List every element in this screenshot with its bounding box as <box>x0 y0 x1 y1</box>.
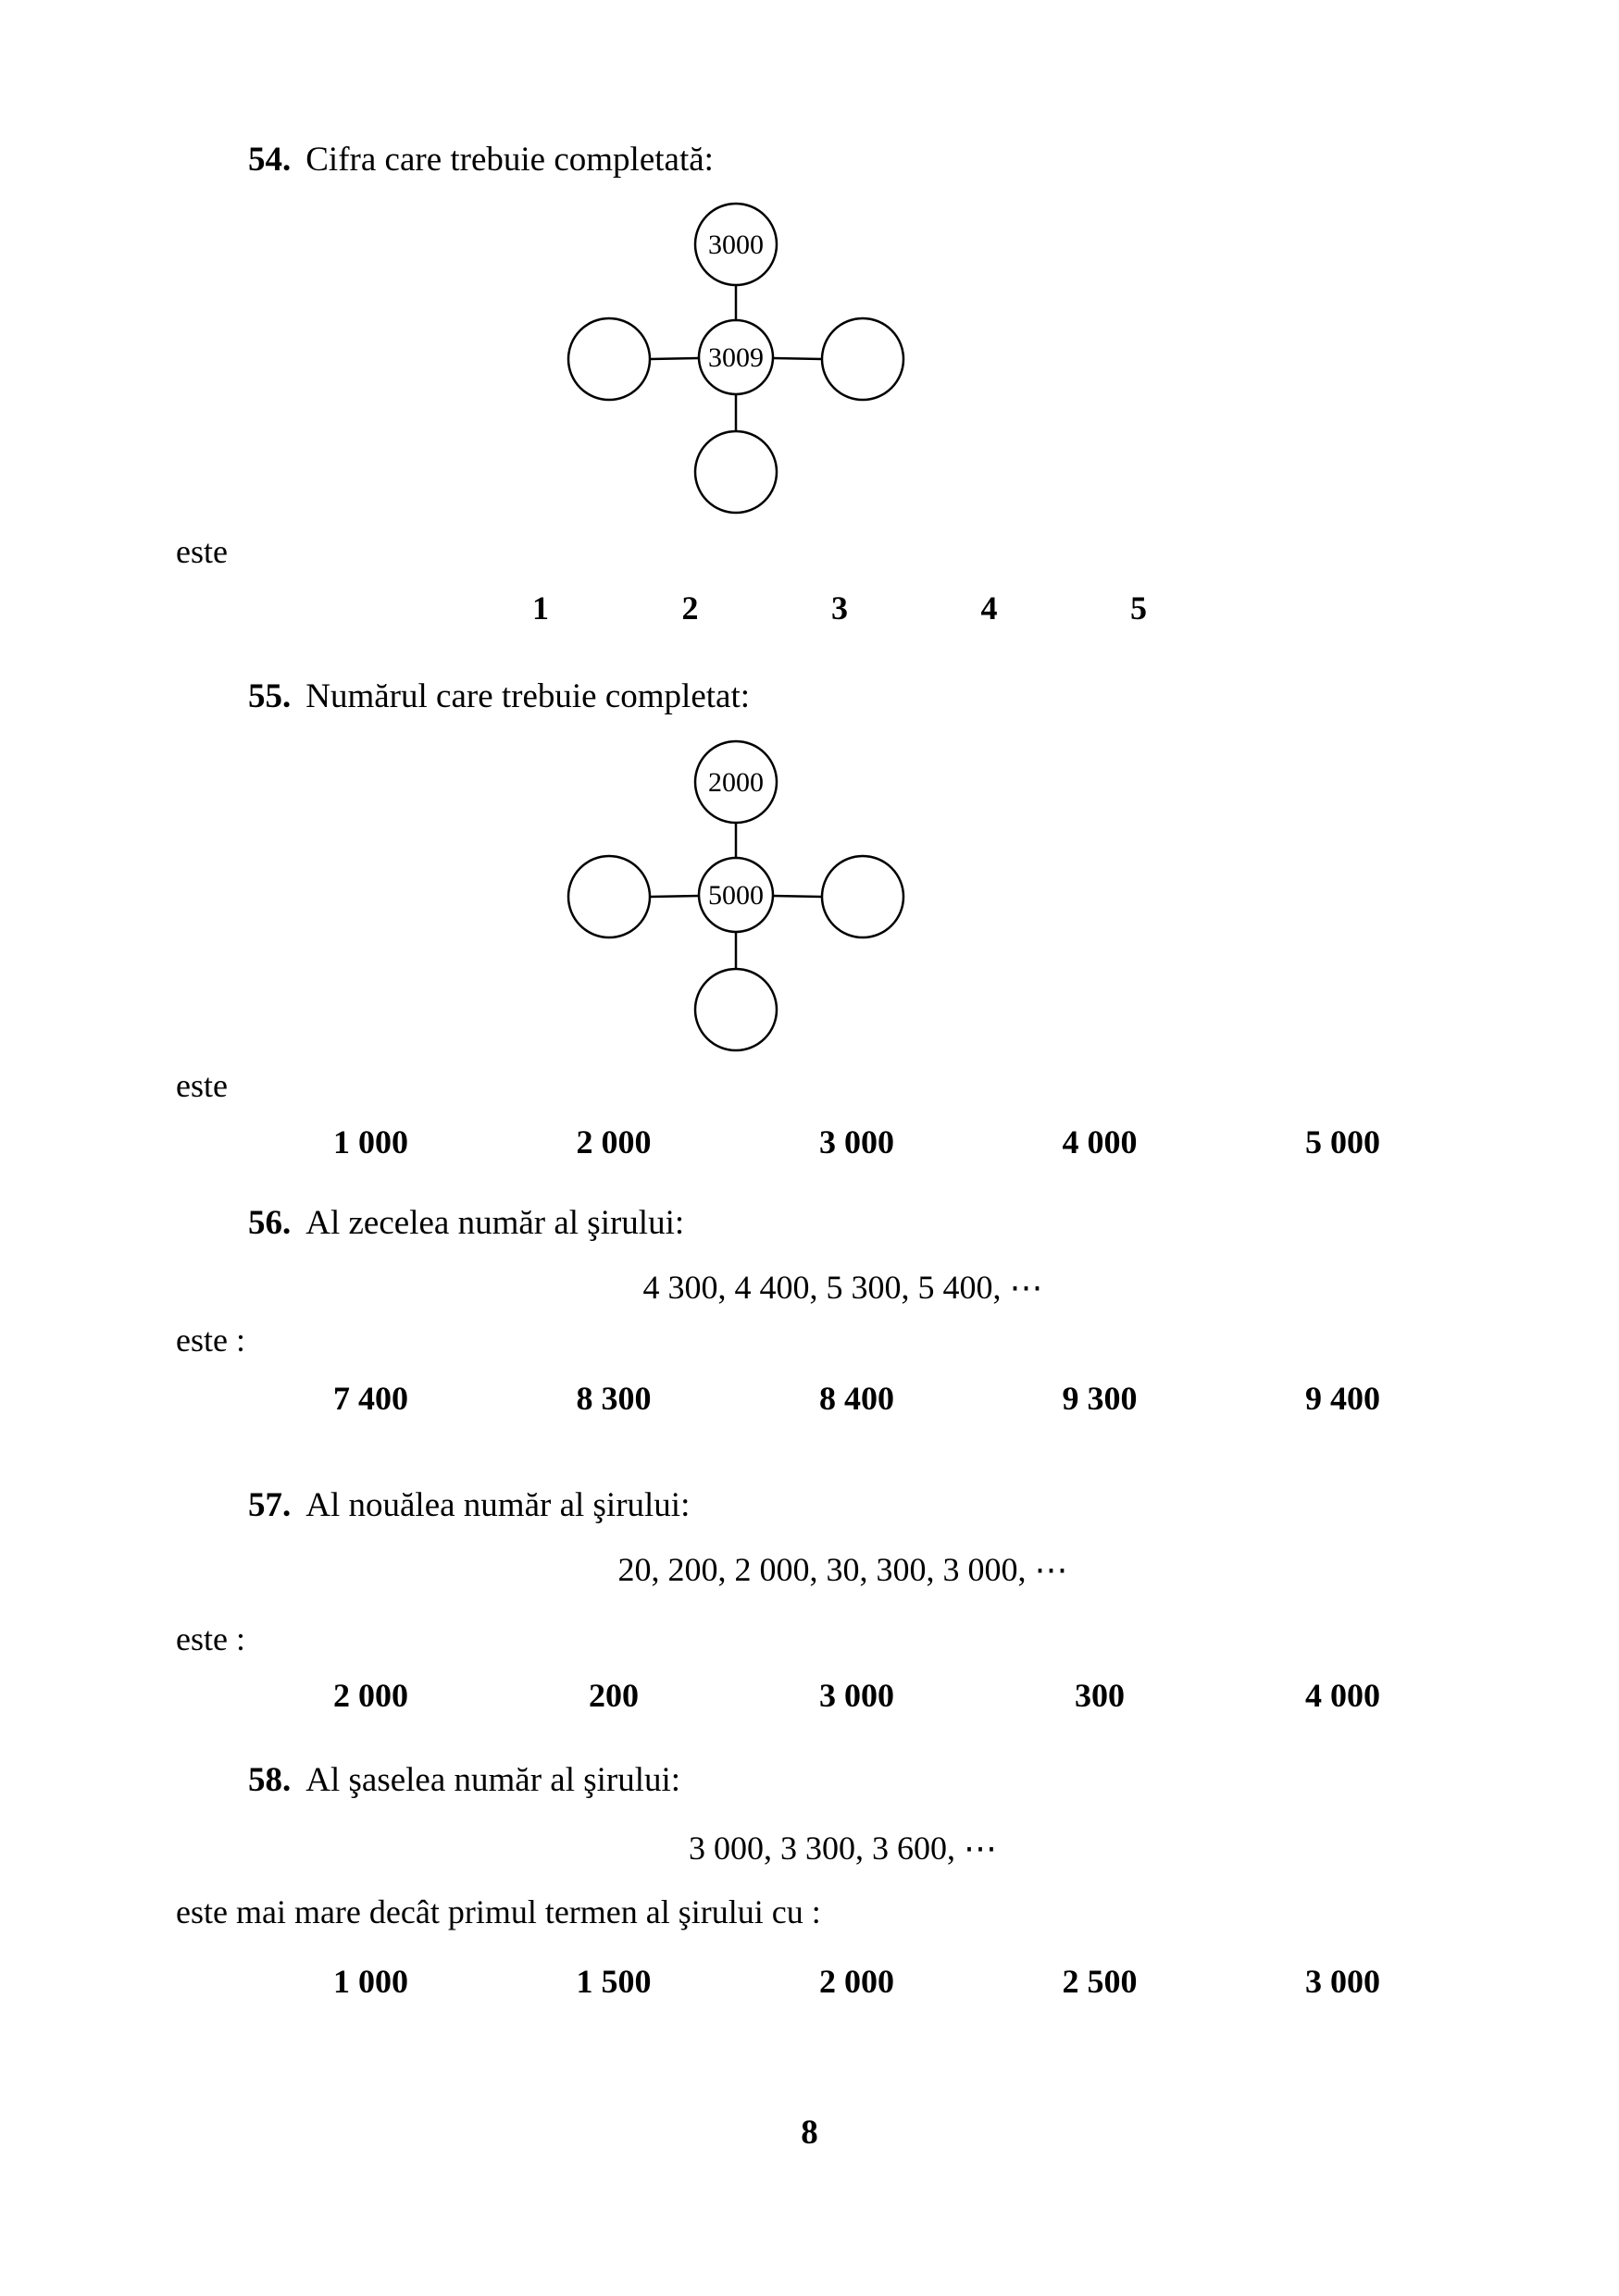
problem-58: 58. Al şaselea număr al şirului: 3 000, 3… <box>0 1759 1619 2003</box>
option: 8 300 <box>576 1379 652 1417</box>
problem-title: Al şaselea număr al şirului: <box>305 1761 681 1799</box>
option: 1 500 <box>576 1963 652 2001</box>
option: 3 <box>831 590 848 627</box>
right-circle <box>820 317 905 402</box>
options-row: 1 000 2 000 3 000 4 000 5 000 <box>333 1122 1380 1163</box>
option: 3 000 <box>819 1677 894 1714</box>
sequence-text: 20, 200, 2 000, 30, 300, 3 000, ⋯ <box>617 1551 1068 1588</box>
option: 9 300 <box>1062 1379 1138 1417</box>
answer-prompt: este <box>176 533 228 571</box>
right-circle <box>820 854 905 938</box>
options-row: 2 000 200 3 000 300 4 000 <box>333 1675 1380 1717</box>
option: 4 <box>980 590 998 627</box>
problem-title: Cifra care trebuie completată: <box>305 141 714 179</box>
option: 2 000 <box>819 1963 894 2001</box>
answer-prompt: este : <box>176 1620 245 1657</box>
number-cross-diagram: 2000 5000 <box>560 738 912 1056</box>
top-circle <box>693 203 778 287</box>
problem-number: 55. <box>248 677 292 716</box>
option: 1 <box>532 590 549 627</box>
left-circle <box>567 854 652 938</box>
options-row: 7 400 8 300 8 400 9 300 9 400 <box>333 1378 1380 1420</box>
problem-number: 58. <box>248 1761 292 1799</box>
option: 200 <box>589 1677 639 1714</box>
connector-line <box>772 357 823 361</box>
problem-57: 57. Al nouălea număr al şirului: 20, 200,… <box>0 1484 1619 1717</box>
left-circle <box>567 317 652 402</box>
connector-line <box>772 894 823 898</box>
problem-55: 55. Numărul care trebuie completat: 2000 … <box>0 676 1619 1162</box>
number-cross-diagram: 3000 3009 <box>560 200 912 518</box>
problem-heading: 58. Al şaselea număr al şirului: <box>248 1759 1619 1802</box>
option: 5 <box>1130 590 1147 627</box>
option: 4 000 <box>1062 1123 1138 1160</box>
option: 1 000 <box>333 1123 408 1160</box>
option: 2 <box>681 590 699 627</box>
option: 7 400 <box>333 1379 408 1417</box>
option: 2 000 <box>576 1123 652 1160</box>
problem-56: 56. Al zecelea număr al şirului: 4 300, 4… <box>0 1202 1619 1420</box>
top-circle-value: 2000 <box>708 767 764 798</box>
option: 3 000 <box>819 1123 894 1160</box>
bottom-circle <box>693 430 778 515</box>
connector-line <box>649 894 700 898</box>
option: 5 000 <box>1305 1123 1380 1160</box>
answer-prompt: este : <box>176 1321 245 1359</box>
problem-number: 54. <box>248 141 292 179</box>
option: 3 000 <box>1305 1963 1380 2001</box>
problem-heading: 57. Al nouălea număr al şirului: <box>248 1484 1619 1527</box>
bottom-circle <box>693 967 778 1051</box>
sequence-text: 4 300, 4 400, 5 300, 5 400, ⋯ <box>642 1268 1043 1306</box>
options-row: 1 000 1 500 2 000 2 500 3 000 <box>333 1961 1380 2003</box>
center-circle-value: 3009 <box>708 342 764 373</box>
center-circle <box>697 856 775 933</box>
option: 1 000 <box>333 1963 408 2001</box>
option: 9 400 <box>1305 1379 1380 1417</box>
option: 4 000 <box>1305 1677 1380 1714</box>
problem-number: 57. <box>248 1485 292 1524</box>
page-number: 8 <box>801 2114 818 2153</box>
problem-heading: 55. Numărul care trebuie completat: <box>248 676 1619 718</box>
option: 2 500 <box>1062 1963 1138 2001</box>
option: 8 400 <box>819 1379 894 1417</box>
answer-prompt: este <box>176 1066 228 1104</box>
option: 2 000 <box>333 1677 408 1714</box>
top-circle-value: 3000 <box>708 230 764 260</box>
center-circle-value: 5000 <box>708 880 764 911</box>
answer-prompt: este mai mare decât primul termen al şir… <box>176 1893 821 1931</box>
option: 300 <box>1075 1677 1125 1714</box>
problem-title: Numărul care trebuie completat: <box>305 677 751 716</box>
top-circle <box>693 739 778 824</box>
problem-54: 54. Cifra care trebuie completată: 3000 3… <box>0 139 1619 629</box>
problem-heading: 54. Cifra care trebuie completată: <box>248 139 1619 181</box>
problem-number: 56. <box>248 1203 292 1242</box>
options-row: 1 2 3 4 5 <box>532 588 1147 629</box>
connector-line <box>649 357 700 361</box>
sequence-text: 3 000, 3 300, 3 600, ⋯ <box>689 1830 997 1868</box>
problem-heading: 56. Al zecelea număr al şirului: <box>248 1202 1619 1245</box>
problem-title: Al zecelea număr al şirului: <box>305 1203 685 1242</box>
center-circle <box>697 319 775 396</box>
problem-title: Al nouălea număr al şirului: <box>305 1485 691 1524</box>
